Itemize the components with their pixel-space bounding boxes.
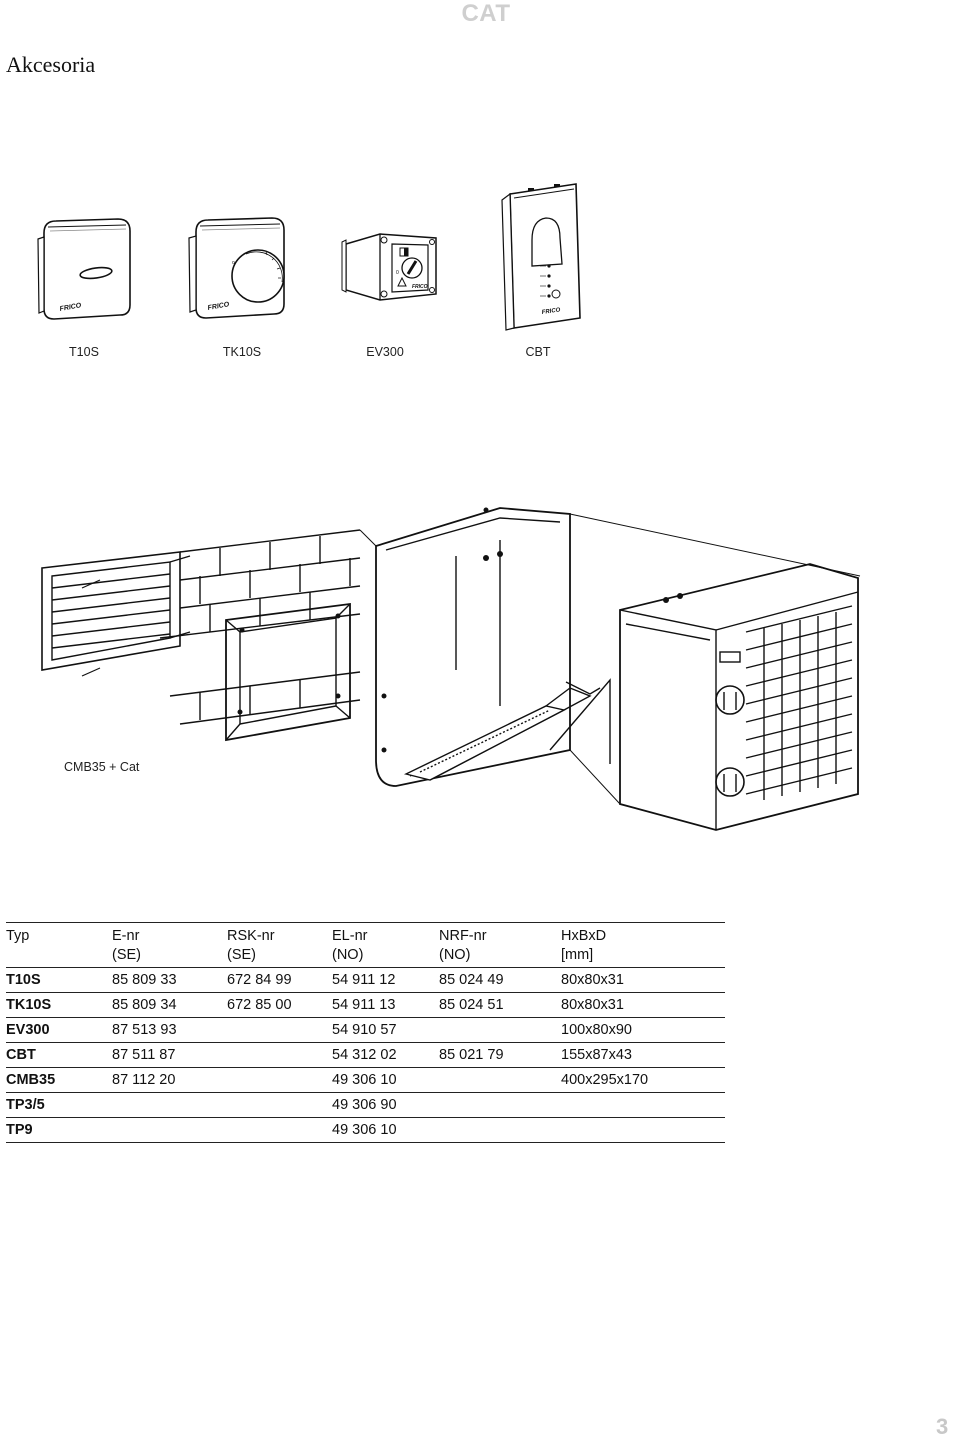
- svg-text:FRICO: FRICO: [207, 301, 230, 312]
- cell-typ: T10S: [6, 967, 112, 993]
- cmb35-assembly-image: [30, 500, 862, 840]
- cell-dimensions: 400x295x170: [561, 1067, 725, 1093]
- header-rsk-nr: RSK-nr(SE): [227, 922, 332, 968]
- header-dimensions: HxBxD[mm]: [561, 922, 725, 968]
- cell-e-nr: 85 809 33: [112, 967, 227, 993]
- cell-nrf-nr: [439, 1092, 561, 1118]
- cell-typ: EV300: [6, 1017, 112, 1043]
- brand-header: CAT: [461, 0, 511, 27]
- cell-el-nr: 54 911 12: [332, 967, 439, 993]
- header-e-nr: E-nr(SE): [112, 922, 227, 968]
- cell-dimensions: 100x80x90: [561, 1017, 725, 1043]
- page-number: 3: [936, 1414, 949, 1439]
- cell-e-nr: 87 511 87: [112, 1042, 227, 1068]
- cell-nrf-nr: 85 024 49: [439, 967, 561, 993]
- t10s-image: FRICO: [36, 215, 136, 327]
- cell-rsk-nr: [227, 1067, 332, 1093]
- cell-nrf-nr: [439, 1017, 561, 1043]
- cell-dimensions: 80x80x31: [561, 967, 725, 993]
- spec-table: Typ E-nr(SE) RSK-nr(SE) EL-nr(NO) NRF-nr…: [6, 922, 725, 1143]
- section-title: Akcesoria: [6, 52, 96, 77]
- cell-el-nr: 49 306 10: [332, 1067, 439, 1093]
- table-row: TP3/5 49 306 90: [6, 1092, 725, 1118]
- header-nrf-nr: NRF-nr(NO): [439, 922, 561, 968]
- svg-text:FRICO: FRICO: [412, 284, 428, 290]
- table-row: EV300 87 513 93 54 910 57 100x80x90: [6, 1017, 725, 1043]
- header-typ: Typ: [6, 922, 112, 968]
- cell-typ: TP9: [6, 1117, 112, 1143]
- cell-dimensions: [561, 1092, 725, 1118]
- spec-header-row: Typ E-nr(SE) RSK-nr(SE) EL-nr(NO) NRF-nr…: [6, 922, 725, 968]
- cell-el-nr: 54 910 57: [332, 1017, 439, 1043]
- cell-e-nr: 87 513 93: [112, 1017, 227, 1043]
- cell-typ: TP3/5: [6, 1092, 112, 1118]
- table-row: TK10S 85 809 34 672 85 00 54 911 13 85 0…: [6, 992, 725, 1018]
- cell-el-nr: 54 911 13: [332, 992, 439, 1018]
- cell-rsk-nr: [227, 1042, 332, 1068]
- header-el-nr: EL-nr(NO): [332, 922, 439, 968]
- cell-el-nr: 54 312 02: [332, 1042, 439, 1068]
- cell-e-nr: 87 112 20: [112, 1067, 227, 1093]
- ev300-caption: EV300: [366, 345, 404, 359]
- cell-nrf-nr: [439, 1067, 561, 1093]
- cell-dimensions: 80x80x31: [561, 992, 725, 1018]
- svg-text:FRICO: FRICO: [59, 302, 82, 313]
- cell-el-nr: 49 306 10: [332, 1117, 439, 1143]
- cell-el-nr: 49 306 90: [332, 1092, 439, 1118]
- cell-typ: TK10S: [6, 992, 112, 1018]
- cmb35-caption: CMB35 + Cat: [64, 760, 140, 774]
- cbt-caption: CBT: [525, 345, 551, 359]
- cell-rsk-nr: [227, 1092, 332, 1118]
- table-row: T10S 85 809 33 672 84 99 54 911 12 85 02…: [6, 967, 725, 993]
- cell-rsk-nr: [227, 1117, 332, 1143]
- tk10s-caption: TK10S: [222, 345, 262, 359]
- cell-e-nr: [112, 1092, 227, 1118]
- svg-text:o: o: [232, 260, 235, 266]
- cell-e-nr: 85 809 34: [112, 992, 227, 1018]
- t10s-caption: T10S: [69, 345, 99, 359]
- table-row: TP9 49 306 10: [6, 1117, 725, 1143]
- cell-rsk-nr: [227, 1017, 332, 1043]
- cbt-image: FRICO: [496, 180, 586, 336]
- cell-typ: CBT: [6, 1042, 112, 1068]
- ev300-image: FRICO 0: [340, 228, 440, 310]
- cell-e-nr: [112, 1117, 227, 1143]
- table-row: CMB35 87 112 20 49 306 10 400x295x170: [6, 1067, 725, 1093]
- svg-text:0: 0: [396, 270, 399, 276]
- cell-dimensions: [561, 1117, 725, 1143]
- cell-rsk-nr: 672 85 00: [227, 992, 332, 1018]
- cell-typ: CMB35: [6, 1067, 112, 1093]
- table-row: CBT 87 511 87 54 312 02 85 021 79 155x87…: [6, 1042, 725, 1068]
- tk10s-image: o FRICO: [186, 212, 292, 328]
- svg-text:FRICO: FRICO: [541, 307, 561, 316]
- cell-nrf-nr: 85 024 51: [439, 992, 561, 1018]
- cell-rsk-nr: 672 84 99: [227, 967, 332, 993]
- cell-nrf-nr: [439, 1117, 561, 1143]
- cell-dimensions: 155x87x43: [561, 1042, 725, 1068]
- cell-nrf-nr: 85 021 79: [439, 1042, 561, 1068]
